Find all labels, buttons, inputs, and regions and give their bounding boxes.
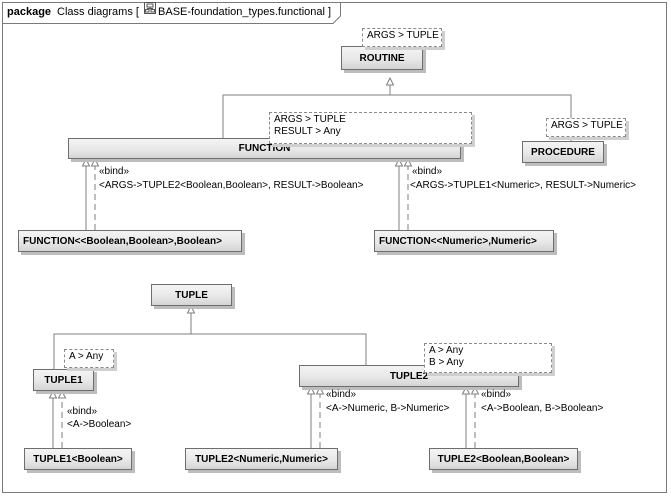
arrowhead-function-bool-gen xyxy=(81,157,91,167)
template-params-procedure: ARGS > TUPLE xyxy=(546,118,626,137)
bind-stereotype-tuple2-bool: «bind» xyxy=(481,389,512,400)
class-routine-label: ROUTINE xyxy=(359,52,405,64)
arrowhead-function-bool-bind xyxy=(90,157,100,167)
bind-stereotype-tuple1-bool: «bind» xyxy=(67,406,98,417)
bind-label-tuple1-bool: <A->Boolean> xyxy=(67,419,132,430)
arrowhead-function-num-bind xyxy=(403,157,413,167)
arrowhead-tuple2-num-bind xyxy=(315,385,325,395)
class-tuple1-label: TUPLE1 xyxy=(44,374,83,386)
class-tuple1-bool[interactable]: TUPLE1<Boolean> xyxy=(24,448,132,470)
bind-label-tuple2-num: <A->Numeric, B->Numeric> xyxy=(326,403,450,414)
class-tuple2-num-label: TUPLE2<Numeric,Numeric> xyxy=(195,453,328,465)
arrowhead-tuple2-bool-gen xyxy=(461,385,471,395)
generalization-tuple1-tuple xyxy=(53,312,192,369)
param-a: A > Any xyxy=(429,345,464,356)
frame-title-suffix: ] xyxy=(328,6,332,18)
arrowhead-tuple xyxy=(186,304,196,314)
class-function-label: FUNCTION xyxy=(238,143,291,154)
frame-title: package Class diagrams [ BASE-foundation_… xyxy=(2,2,337,24)
bind-stereotype-tuple2-num: «bind» xyxy=(326,389,357,400)
arrowhead-function-num-gen xyxy=(394,157,404,167)
bind-label-tuple2-bool: <A->Boolean, B->Boolean> xyxy=(481,403,604,414)
class-tuple2-bool-label: TUPLE2<Boolean,Boolean> xyxy=(437,453,570,465)
generalization-function-routine xyxy=(222,84,391,138)
generalization-tuple2-tuple xyxy=(191,333,367,365)
class-tuple[interactable]: TUPLE xyxy=(151,284,232,306)
param-args: ARGS > TUPLE xyxy=(551,120,623,131)
class-function-num-label: FUNCTION<<Numeric>,Numeric> xyxy=(379,235,537,247)
class-tuple1[interactable]: TUPLE1 xyxy=(33,369,94,391)
class-function-bool-label: FUNCTION<<Boolean,Boolean>,Boolean> xyxy=(23,235,222,247)
param-b: B > Any xyxy=(429,357,464,368)
bind-label-function-num: <ARGS->TUPLE1<Numeric>, RESULT->Numeric> xyxy=(410,180,637,191)
param-args: ARGS > TUPLE xyxy=(367,30,439,41)
bind-label-function-bool: <ARGS->TUPLE2<Boolean,Boolean>, RESULT->… xyxy=(99,180,364,191)
class-diagram-icon xyxy=(144,1,157,21)
frame-title-name: BASE-foundation_types.functional xyxy=(158,6,325,18)
class-function-num[interactable]: FUNCTION<<Numeric>,Numeric> xyxy=(374,230,554,252)
class-tuple2-label: TUPLE2 xyxy=(389,370,429,382)
template-params-function: ARGS > TUPLE RESULT > Any xyxy=(269,112,472,144)
arrowhead-tuple2-num-gen xyxy=(306,385,316,395)
arrowhead-tuple2-bool-bind xyxy=(470,385,480,395)
package-keyword: package xyxy=(7,6,52,18)
class-tuple-label: TUPLE xyxy=(175,289,208,301)
bind-stereotype-function-num: «bind» xyxy=(412,166,443,177)
class-tuple2-num[interactable]: TUPLE2<Numeric,Numeric> xyxy=(185,448,338,470)
frame-title-prefix: Class diagrams [ xyxy=(57,6,139,18)
class-function-bool[interactable]: FUNCTION<<Boolean,Boolean>,Boolean> xyxy=(18,230,242,252)
arrowhead-tuple1-bool-gen xyxy=(48,389,58,399)
bind-stereotype-function-bool: «bind» xyxy=(99,166,130,177)
class-procedure-label: PROCEDURE xyxy=(531,146,595,158)
class-procedure[interactable]: PROCEDURE xyxy=(522,141,604,163)
arrowhead-routine xyxy=(385,76,395,86)
class-routine[interactable]: ROUTINE xyxy=(341,46,423,70)
template-params-tuple2: A > Any B > Any xyxy=(424,343,552,373)
class-tuple2-bool[interactable]: TUPLE2<Boolean,Boolean> xyxy=(429,448,578,470)
param-result: RESULT > Any xyxy=(274,126,341,137)
class-tuple1-bool-label: TUPLE1<Boolean> xyxy=(33,453,123,465)
template-params-routine: ARGS > TUPLE xyxy=(362,28,442,47)
template-params-tuple1: A > Any xyxy=(64,349,114,368)
param-a: A > Any xyxy=(69,351,104,362)
param-args: ARGS > TUPLE xyxy=(274,114,346,125)
arrowhead-tuple1-bool-bind xyxy=(57,389,67,399)
